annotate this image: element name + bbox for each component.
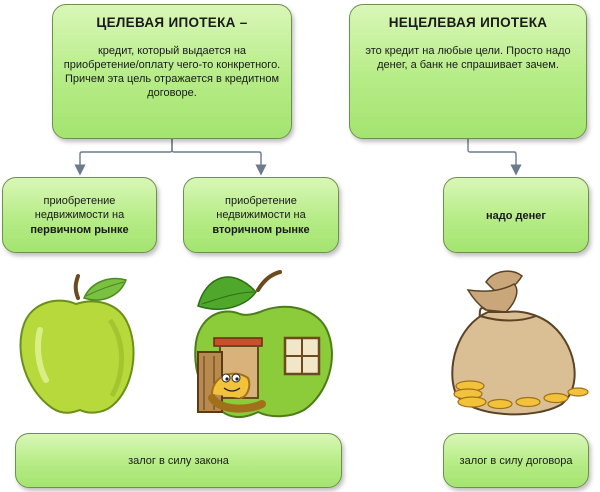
pledge-by-contract-box: залог в силу договора xyxy=(443,433,589,488)
need-money-box: надо денег xyxy=(443,177,589,253)
primary-market-text: приобретение недвижимости на xyxy=(34,195,125,221)
targeted-mortgage-title: ЦЕЛЕВАЯ ИПОТЕКА – xyxy=(96,15,248,30)
arrow-to-money xyxy=(467,139,522,176)
targeted-mortgage-box: ЦЕЛЕВАЯ ИПОТЕКА – кредит, который выдает… xyxy=(52,4,292,139)
pledge-by-contract-text: залог в силу договора xyxy=(459,454,573,467)
need-money-bold: надо денег xyxy=(486,210,546,222)
primary-market-box: приобретение недвижимости на первичном р… xyxy=(2,177,157,253)
arrow-to-secondary xyxy=(171,139,267,176)
pledge-by-law-text: залог в силу закона xyxy=(128,454,229,467)
targeted-mortgage-description: кредит, который выдается на приобретение… xyxy=(63,45,281,99)
money-bag-icon xyxy=(451,270,589,416)
secondary-market-text: приобретение недвижимости на xyxy=(216,195,306,221)
pledge-by-law-box: залог в силу закона xyxy=(15,433,342,488)
primary-market-bold: первичном рынке xyxy=(30,224,129,236)
secondary-market-box: приобретение недвижимости на вторичном р… xyxy=(183,177,339,253)
untargeted-mortgage-title: НЕЦЕЛЕВАЯ ИПОТЕКА xyxy=(388,15,548,30)
green-apple-icon xyxy=(19,274,135,414)
untargeted-mortgage-box: НЕЦЕЛЕВАЯ ИПОТЕКА это кредит на любые це… xyxy=(349,4,587,139)
untargeted-mortgage-description: это кредит на любые цели. Просто надо де… xyxy=(365,45,571,71)
secondary-market-bold: вторичном рынке xyxy=(212,224,310,236)
apple-house-icon xyxy=(194,270,333,419)
